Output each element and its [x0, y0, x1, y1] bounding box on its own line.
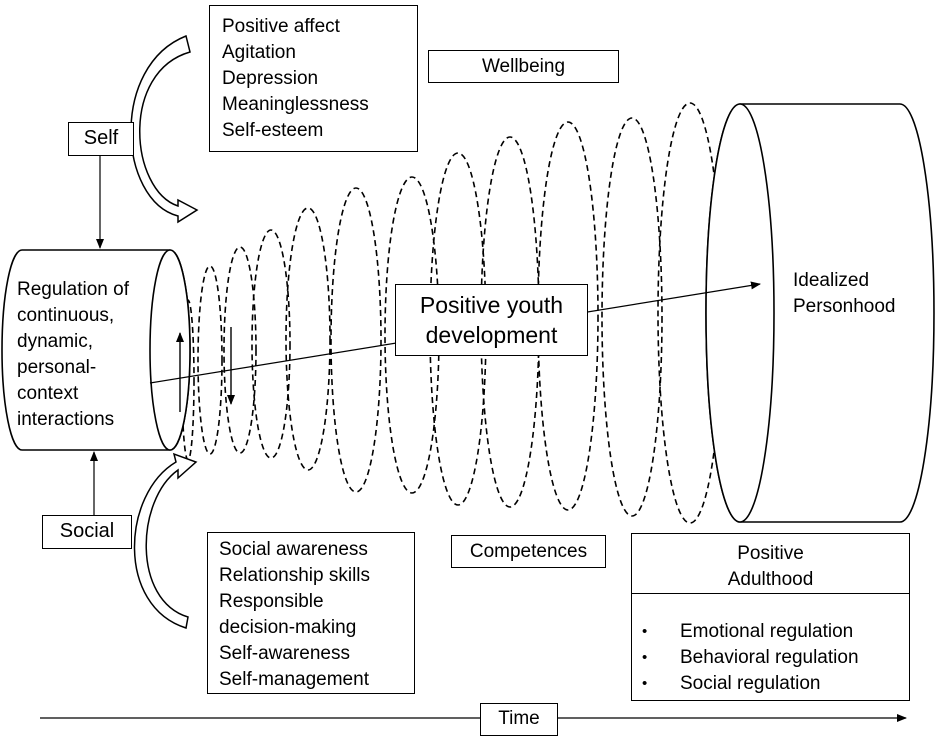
self-list-box [209, 5, 418, 152]
adulthood-title-line: Positive [737, 543, 804, 564]
regulation-line: personal- [17, 357, 97, 378]
self-list: Positive affect Agitation Depression Mea… [222, 14, 369, 144]
list-item: decision-making [219, 617, 357, 638]
wellbeing-label: Wellbeing [481, 56, 566, 77]
regulation-text: Regulation of continuous, dynamic, perso… [17, 277, 129, 433]
time-label: Time [498, 708, 540, 729]
idealized-line: Idealized [793, 270, 870, 291]
self-label: Self [83, 127, 119, 149]
regulation-line: continuous, [17, 305, 115, 326]
spiral-ring [223, 246, 257, 454]
list-item: Self-esteem [222, 120, 324, 141]
adulthood-title: Positive Adulthood [631, 541, 910, 593]
personhood-cylinder [705, 103, 935, 523]
list-item: Agitation [222, 42, 296, 63]
list-item: Behavioral regulation [632, 645, 859, 671]
list-item: Social awareness [219, 539, 368, 560]
competences-label: Competences [469, 541, 588, 562]
list-item: Self-awareness [219, 643, 350, 664]
list-item: Relationship skills [219, 565, 371, 586]
self-box [68, 122, 134, 156]
self-curved-arrow [130, 34, 199, 224]
spiral-ring [601, 117, 663, 517]
regulation-line: Regulation of [17, 279, 129, 300]
regulation-cylinder [1, 249, 191, 451]
wellbeing-box [428, 50, 619, 83]
pyd-box [395, 284, 588, 356]
idealized-line: Personhood [793, 296, 896, 317]
social-box [42, 515, 132, 549]
social-list-box [207, 532, 415, 694]
pyd-line: Positive youth [419, 292, 564, 318]
list-item: Social regulation [632, 671, 859, 697]
list-item: Depression [222, 68, 319, 89]
list-item: Responsible [219, 591, 324, 612]
idealized-personhood-label: Idealized Personhood [793, 268, 895, 320]
social-list: Social awareness Relationship skills Res… [219, 537, 370, 693]
regulation-line: interactions [17, 409, 115, 430]
competences-box [451, 535, 606, 568]
spiral-ring [285, 207, 331, 471]
list-item: Self-management [219, 669, 369, 690]
spiral-ring [251, 229, 291, 459]
adulthood-list: Emotional regulation Behavioral regulati… [632, 619, 859, 697]
adulthood-title-line: Adulthood [727, 569, 814, 590]
pyd-label: Positive youth development [395, 290, 588, 350]
pyd-line: development [425, 322, 558, 348]
regulation-line: context [17, 383, 79, 404]
social-label: Social [59, 520, 115, 542]
list-item: Emotional regulation [632, 619, 859, 645]
spiral-ring [197, 265, 223, 455]
spiral-ring [330, 187, 382, 493]
time-box [480, 703, 558, 736]
social-curved-arrow [133, 452, 198, 629]
regulation-line: dynamic, [17, 331, 94, 352]
list-item: Meaninglessness [222, 94, 369, 115]
list-item: Positive affect [222, 16, 340, 37]
adulthood-divider [631, 593, 910, 594]
